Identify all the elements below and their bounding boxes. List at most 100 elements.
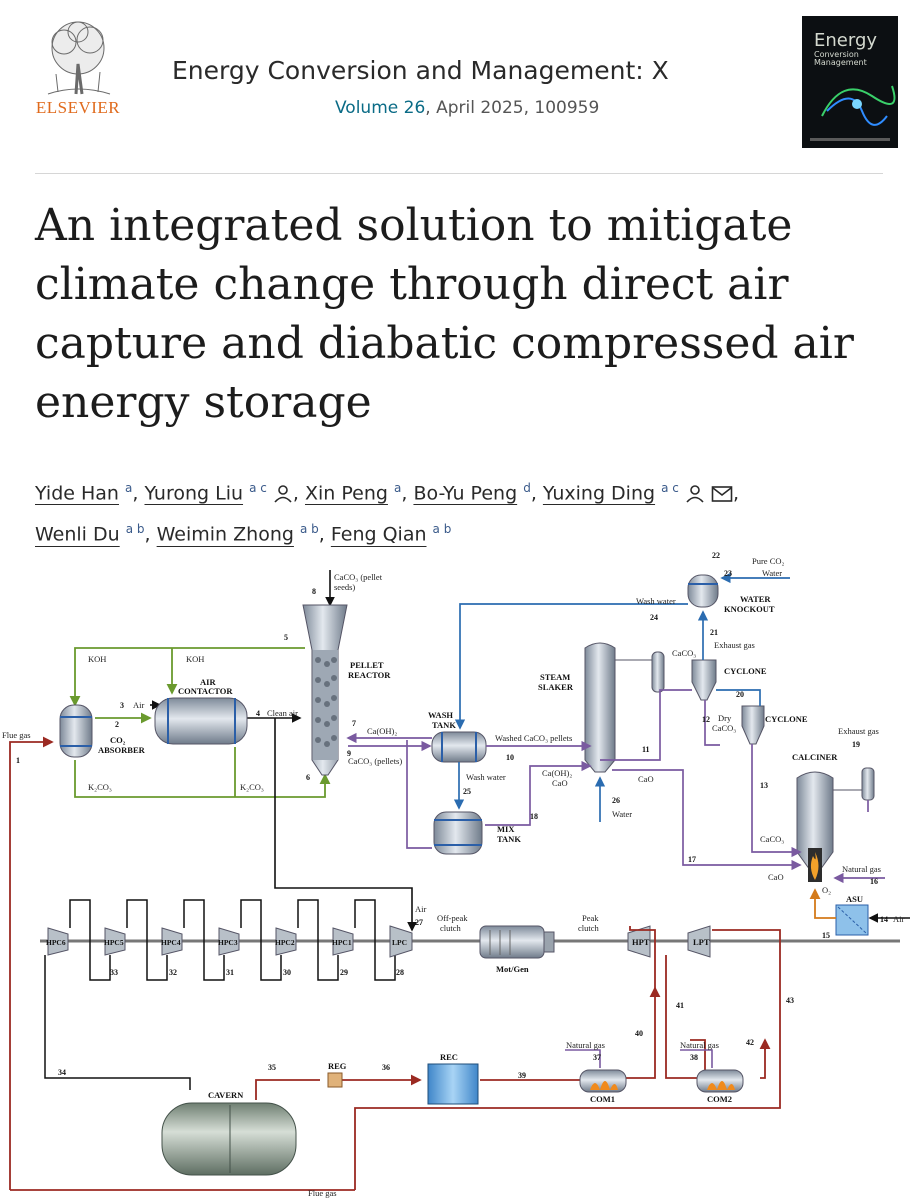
header-divider [35,173,883,174]
combustor-2 [696,1069,744,1093]
stream-label: Washed CaCO₃ pellets [495,733,572,743]
cyclone-2 [741,705,765,745]
steam-slaker [584,642,665,773]
affiliation-sup[interactable]: a [393,481,402,495]
author-link[interactable]: Xin Peng [304,482,388,505]
compressor-label: HPC5 [104,938,124,947]
stream-number: 32 [169,968,177,977]
stream-number: 27 [415,918,423,927]
calciner [796,767,875,882]
author-link[interactable]: Yurong Liu [144,482,244,505]
author-link[interactable]: Weimin Zhong [156,523,294,546]
stream-label: Ca(OH)₂ [367,726,397,736]
stream-label: K₂CO₃ [240,782,264,792]
author-link[interactable]: Wenli Du [35,523,120,546]
email-icon[interactable] [711,485,733,503]
affiliation-sup[interactable]: a [125,481,133,495]
stream-label: seeds) [334,582,355,592]
stream-label: Wash water [636,596,676,606]
stream-label: Peak [582,913,599,923]
stream-number: 39 [518,1071,526,1080]
stream-number: 35 [268,1063,276,1072]
stream-number: 22 [712,551,720,560]
unit-label: CO₂ [110,735,126,745]
stream-label: Natural gas [842,864,881,874]
article-title: An integrated solution to mitigate clima… [35,200,854,428]
compressor-label: HPC6 [46,938,66,947]
elsevier-tree-logo [47,21,111,95]
compressor-label: HPC3 [218,938,238,947]
stream-label: Water [612,809,632,819]
stream-number: 3 [120,701,124,710]
issue-info: , April 2025, 100959 [425,98,600,118]
stream-label: CaCO₃ [760,834,784,844]
stream-label: O₂ [822,885,831,895]
stream-number: 34 [58,1068,66,1077]
stream-label: Exhaust gas [838,726,879,736]
affiliation-sup[interactable]: d [523,481,531,495]
stream-label: Air [133,700,145,710]
stream-number: 38 [690,1053,698,1062]
unit-label: REG [328,1061,347,1071]
journal-cover-image[interactable]: Energy Conversion Management [802,16,898,148]
stream-label: Flue gas [2,730,31,740]
unit-label: WATER [740,594,771,604]
stream-number: 41 [676,1001,684,1010]
affiliation-sup[interactable]: a c [249,481,267,495]
stream-label: KOH [88,654,106,664]
author-link[interactable]: Feng Qian [330,523,427,546]
compressor-label: HPC1 [332,938,352,947]
author-link[interactable]: Yuxing Ding [542,482,656,505]
stream-number: 30 [283,968,291,977]
affiliation-sup[interactable]: a b [125,522,145,537]
affiliation-sup[interactable]: a b [432,522,452,537]
stream-label: Ca(OH)₂ [542,768,572,778]
person-icon[interactable] [685,484,705,504]
unit-label: ASU [846,894,863,904]
unit-label: ABSORBER [98,745,146,755]
cavern [161,1102,297,1176]
compressor-label: HPC2 [275,938,295,947]
stream-number: 19 [852,740,860,749]
stream-label: Wash water [466,772,506,782]
compressor-label: LPC [392,938,407,947]
author-link[interactable]: Yide Han [35,482,119,505]
person-icon[interactable] [273,484,293,504]
stream-number: 37 [593,1053,601,1062]
stream-number: 26 [612,796,620,805]
unit-label: CAVERN [208,1090,244,1100]
wash-tank [431,731,487,763]
cover-subtitle-2: Management [814,58,867,68]
affiliation-sup[interactable]: a b [299,522,319,537]
cover-subtitle-1: Conversion [814,49,859,59]
unit-label: WASH [428,710,453,720]
unit-label: COM2 [707,1094,732,1104]
publisher-name: ELSEVIER [35,98,121,117]
stream-number: 23 [724,569,732,578]
unit-label: CYCLONE [724,666,767,676]
unit-label: Mot/Gen [496,964,529,974]
stream-number: 29 [340,968,348,977]
unit-label: REACTOR [348,670,391,680]
water-knockout [687,574,719,608]
unit-label: TANK [497,834,521,844]
stream-label: CaO [638,774,654,784]
stream-label: CaCO₃ [672,648,696,658]
stream-label: KOH [186,654,204,664]
author-link[interactable]: Bo-Yu Peng [413,482,518,505]
affiliation-sup[interactable]: a c [661,481,679,495]
unit-label: TANK [432,720,456,730]
stream-number: 5 [284,633,288,642]
stream-number: 12 [702,715,710,724]
stream-label: clutch [440,923,462,933]
unit-label: MIX [497,824,515,834]
regenerator [327,1072,343,1088]
volume-link[interactable]: Volume 26 [335,98,426,118]
unit-label: AIR [200,677,216,687]
stream-label: CaO [768,872,784,882]
journal-name[interactable]: Energy Conversion and Management: X [172,56,669,85]
compressor-label: HPC4 [161,938,181,947]
stream-label: Clean air [267,708,298,718]
unit-label: SLAKER [538,682,574,692]
stream-number: 6 [306,773,310,782]
